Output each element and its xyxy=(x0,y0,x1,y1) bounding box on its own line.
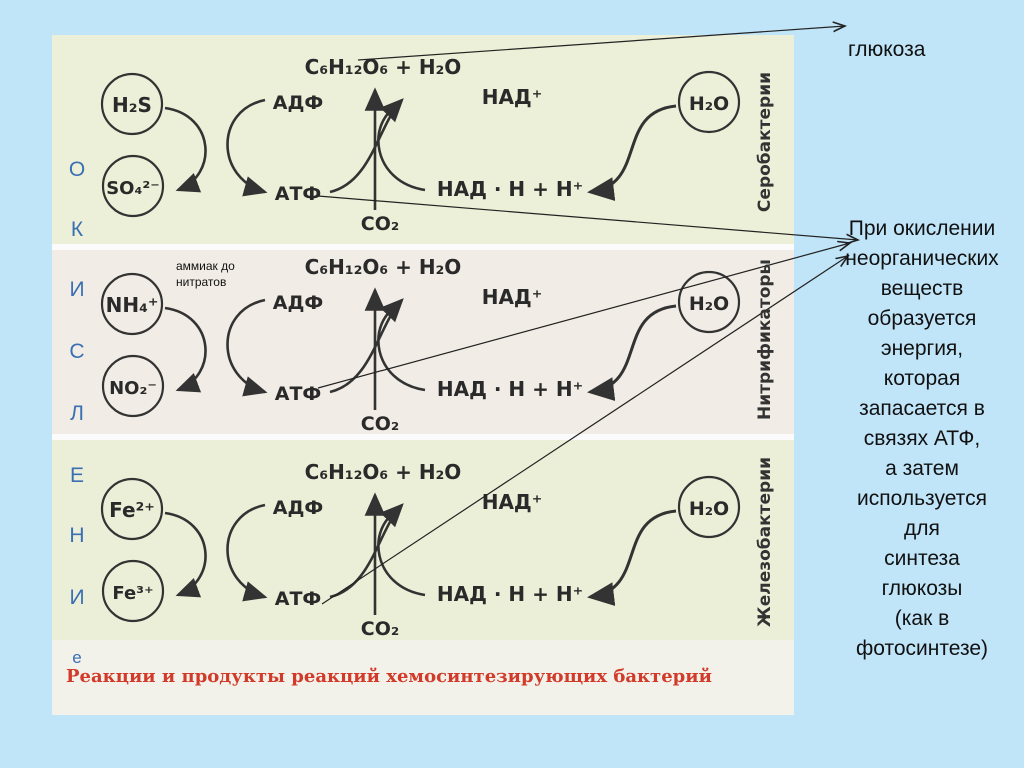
row-band-sulfur xyxy=(52,35,794,247)
explanation-line: веществ xyxy=(880,277,964,300)
explanation-line: синтеза xyxy=(884,547,960,570)
explanation-line: а затем xyxy=(885,457,959,480)
glucose-formula: C₆H₁₂O₆ + H₂O xyxy=(305,460,462,484)
atp-usage-arrow xyxy=(329,98,404,194)
substrate-oxidation-arrow xyxy=(164,511,207,598)
nadh-label: НАД · Н + Н⁺ xyxy=(437,177,583,201)
substrate-oxidation-arrow xyxy=(164,306,207,393)
figure-caption: Реакции и продукты реакций хемосинтезиру… xyxy=(66,666,712,687)
adp-atp-arrow xyxy=(226,298,268,397)
explanation-line: При окислении xyxy=(848,217,996,240)
glucose-formula: C₆H₁₂O₆ + H₂O xyxy=(305,55,462,79)
explanation-line: для xyxy=(904,517,940,540)
reaction-row-nitrifiers: NH₄⁺ NO₂⁻ H₂O АДФ АТФ C₆H₁₂O₆ + H₂O CO₂ НАД⁺ НАД… xyxy=(100,255,741,435)
explanation-line: используется xyxy=(857,487,987,510)
atp-label: АТФ xyxy=(275,383,322,405)
vertical-letter: И xyxy=(69,586,85,609)
nad-label: НАД⁺ xyxy=(482,285,543,309)
explanation-line: (как в xyxy=(894,607,950,630)
vertical-letter: О xyxy=(68,158,86,181)
glucose-formula: C₆H₁₂O₆ + H₂O xyxy=(305,255,462,279)
explanation-line: глюкозы xyxy=(881,577,963,600)
explanation-line: энергия, xyxy=(880,337,964,360)
substrate-bottom: Fe³⁺ xyxy=(112,583,153,604)
explanation-line: которая xyxy=(883,367,961,390)
substrate-circle-top xyxy=(100,272,164,336)
pointer-line-atp-3 xyxy=(321,256,848,605)
row-label-sulfur: Серобактерии xyxy=(755,71,775,213)
explanation-line: связях АТФ, xyxy=(863,427,981,450)
adp-label: АДФ xyxy=(273,497,323,519)
substrate-circle-bottom xyxy=(101,154,165,218)
vertical-letter: С xyxy=(69,340,85,363)
vertical-letter: И xyxy=(69,278,85,301)
pointer-line-atp-2 xyxy=(317,243,850,389)
nad-reduction-arrow xyxy=(587,509,677,607)
adp-label: АДФ xyxy=(273,292,323,314)
vertical-letter: К xyxy=(70,218,84,241)
nadh-usage-arrow xyxy=(377,507,426,597)
row-band-nitrifiers xyxy=(52,247,794,437)
explanation-line: запасается в xyxy=(859,397,985,420)
water-circle xyxy=(677,270,741,334)
nadh-usage-arrow xyxy=(377,302,426,392)
explanation-text: При окислении неорганических веществ обр… xyxy=(822,214,1022,664)
reaction-row-sulfur: H₂S SO₄²⁻ H₂O АДФ АТФ C₆H₁₂O₆ + H₂O CO₂ НАД⁺ НАД… xyxy=(100,55,741,235)
water-label: H₂O xyxy=(689,93,729,115)
nad-label: НАД⁺ xyxy=(482,85,543,109)
substrate-top: H₂S xyxy=(112,93,152,117)
substrate-circle-bottom xyxy=(101,354,165,418)
adp-atp-arrow xyxy=(226,503,268,602)
vertical-letter: е xyxy=(72,648,82,667)
atp-usage-arrow xyxy=(329,298,404,394)
substrate-oxidation-arrow xyxy=(164,106,207,193)
substrate-bottom: NO₂⁻ xyxy=(109,378,157,399)
nadh-usage-arrow xyxy=(377,102,426,192)
reaction-row-iron: Fe²⁺ Fe³⁺ H₂O АДФ АТФ C₆H₁₂O₆ + H₂O CO₂ НАД⁺ НАД… xyxy=(100,460,741,640)
atp-usage-arrow xyxy=(329,503,404,599)
ammonia-note: аммиак до нитратов xyxy=(176,259,235,289)
adp-atp-arrow xyxy=(226,98,268,197)
substrate-bottom: SO₄²⁻ xyxy=(106,178,160,199)
substrate-top: NH₄⁺ xyxy=(106,293,159,317)
water-circle xyxy=(677,70,741,134)
explanation-line: фотосинтезе) xyxy=(855,637,989,660)
atp-label: АТФ xyxy=(275,183,322,205)
co2-label: CO₂ xyxy=(361,618,399,640)
band-separator xyxy=(52,434,794,440)
adp-label: АДФ xyxy=(273,92,323,114)
atp-label: АТФ xyxy=(275,588,322,610)
caption-panel xyxy=(52,640,794,715)
substrate-circle-top xyxy=(100,72,164,136)
nad-reduction-arrow xyxy=(587,304,677,402)
co2-label: CO₂ xyxy=(361,413,399,435)
vertical-letter: Е xyxy=(69,464,84,487)
water-label: H₂O xyxy=(689,498,729,520)
explanation-line: образуется xyxy=(867,307,977,330)
substrate-circle-bottom xyxy=(101,559,165,623)
water-circle xyxy=(677,475,741,539)
substrate-circle-top xyxy=(100,477,164,541)
nad-label: НАД⁺ xyxy=(482,490,543,514)
row-label-iron: Железобактерии xyxy=(755,456,775,628)
pointer-line-atp-1 xyxy=(317,195,858,240)
vertical-letter: Л xyxy=(70,402,84,425)
explanation-line: неорганических xyxy=(845,247,999,270)
nadh-label: НАД · Н + Н⁺ xyxy=(437,582,583,606)
vertical-letter: Н xyxy=(69,524,85,547)
substrate-top: Fe²⁺ xyxy=(109,498,155,522)
co2-label: CO₂ xyxy=(361,213,399,235)
nad-reduction-arrow xyxy=(587,104,677,202)
row-band-iron xyxy=(52,437,794,640)
band-separator xyxy=(52,244,794,250)
water-label: H₂O xyxy=(689,293,729,315)
nadh-label: НАД · Н + Н⁺ xyxy=(437,377,583,401)
pointer-line-glucose xyxy=(357,26,845,61)
glucose-label: глюкоза xyxy=(848,38,926,61)
row-label-nitrifiers: Нитрификаторы xyxy=(755,259,775,420)
